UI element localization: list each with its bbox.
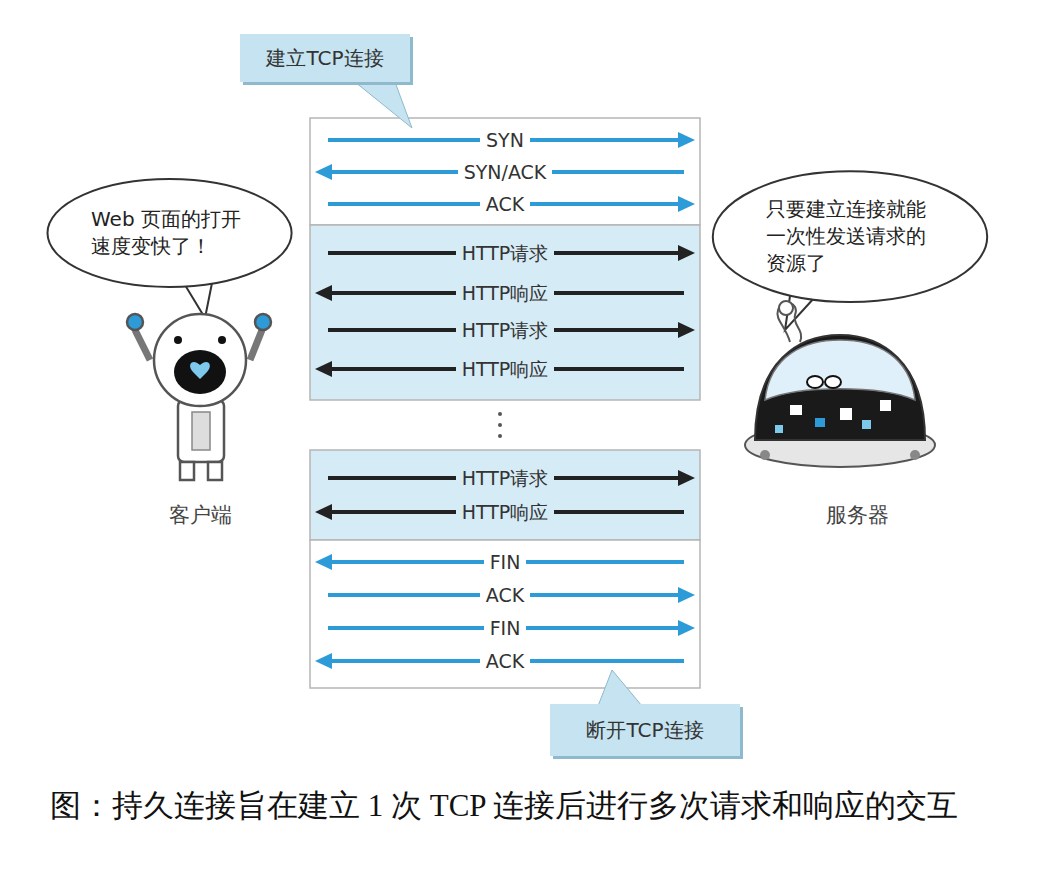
message-label: HTTP响应 [456, 358, 555, 381]
callout-text: 建立TCP连接 [266, 45, 383, 72]
client-robot [127, 314, 271, 480]
message-label: SYN/ACK [458, 161, 553, 184]
message-label: HTTP请求 [456, 242, 555, 265]
message-label: HTTP请求 [456, 467, 555, 490]
message-label: ACK [480, 584, 530, 607]
figure-caption: 图：持久连接旨在建立 1 次 TCP 连接后进行多次请求和响应的交互 [50, 786, 985, 826]
text-holder: 只要建立连接就能 一次性发送请求的 资源了 [766, 196, 934, 277]
speech-bubble: 只要建立连接就能 一次性发送请求的 资源了 [710, 170, 990, 303]
text-holder: Web 页面的打开 速度变快了！ [91, 206, 249, 260]
role-label: 服务器 [824, 503, 891, 528]
message-label: ACK [480, 193, 530, 216]
bubble-outline [45, 178, 294, 288]
message-label: ACK [480, 650, 530, 673]
callout-box: 断开TCP连接 [550, 704, 740, 756]
http-band [310, 225, 700, 400]
message-label: HTTP响应 [456, 501, 555, 524]
tcp-arrows [315, 132, 695, 669]
callout-pointer [355, 82, 412, 128]
handshake-band [310, 118, 700, 225]
text-holder: 建立TCP连接 [266, 45, 383, 72]
http-band [310, 450, 700, 540]
http-arrows [315, 245, 695, 520]
callout-text: 断开TCP连接 [586, 717, 703, 744]
close-band [310, 540, 700, 688]
bubble-tail [185, 283, 212, 318]
message-label: SYN [480, 129, 530, 152]
message-label: FIN [484, 551, 527, 574]
text-holder: 断开TCP连接 [586, 717, 703, 744]
speech-bubble: Web 页面的打开 速度变快了！ [45, 178, 294, 288]
message-label: FIN [484, 617, 527, 640]
bubble-ellipse [713, 172, 987, 303]
callout-box: 建立TCP连接 [240, 34, 410, 82]
message-label: HTTP响应 [456, 282, 555, 305]
server-robot [745, 301, 935, 467]
ellipsis-dots [498, 412, 502, 438]
speech-text: 只要建立连接就能 一次性发送请求的 资源了 [766, 196, 934, 277]
message-label: HTTP请求 [456, 319, 555, 342]
role-label: 客户端 [167, 503, 234, 528]
callout-pointer [598, 670, 642, 706]
bubble-ellipse [48, 179, 292, 287]
speech-text: Web 页面的打开 速度变快了！ [91, 206, 249, 260]
